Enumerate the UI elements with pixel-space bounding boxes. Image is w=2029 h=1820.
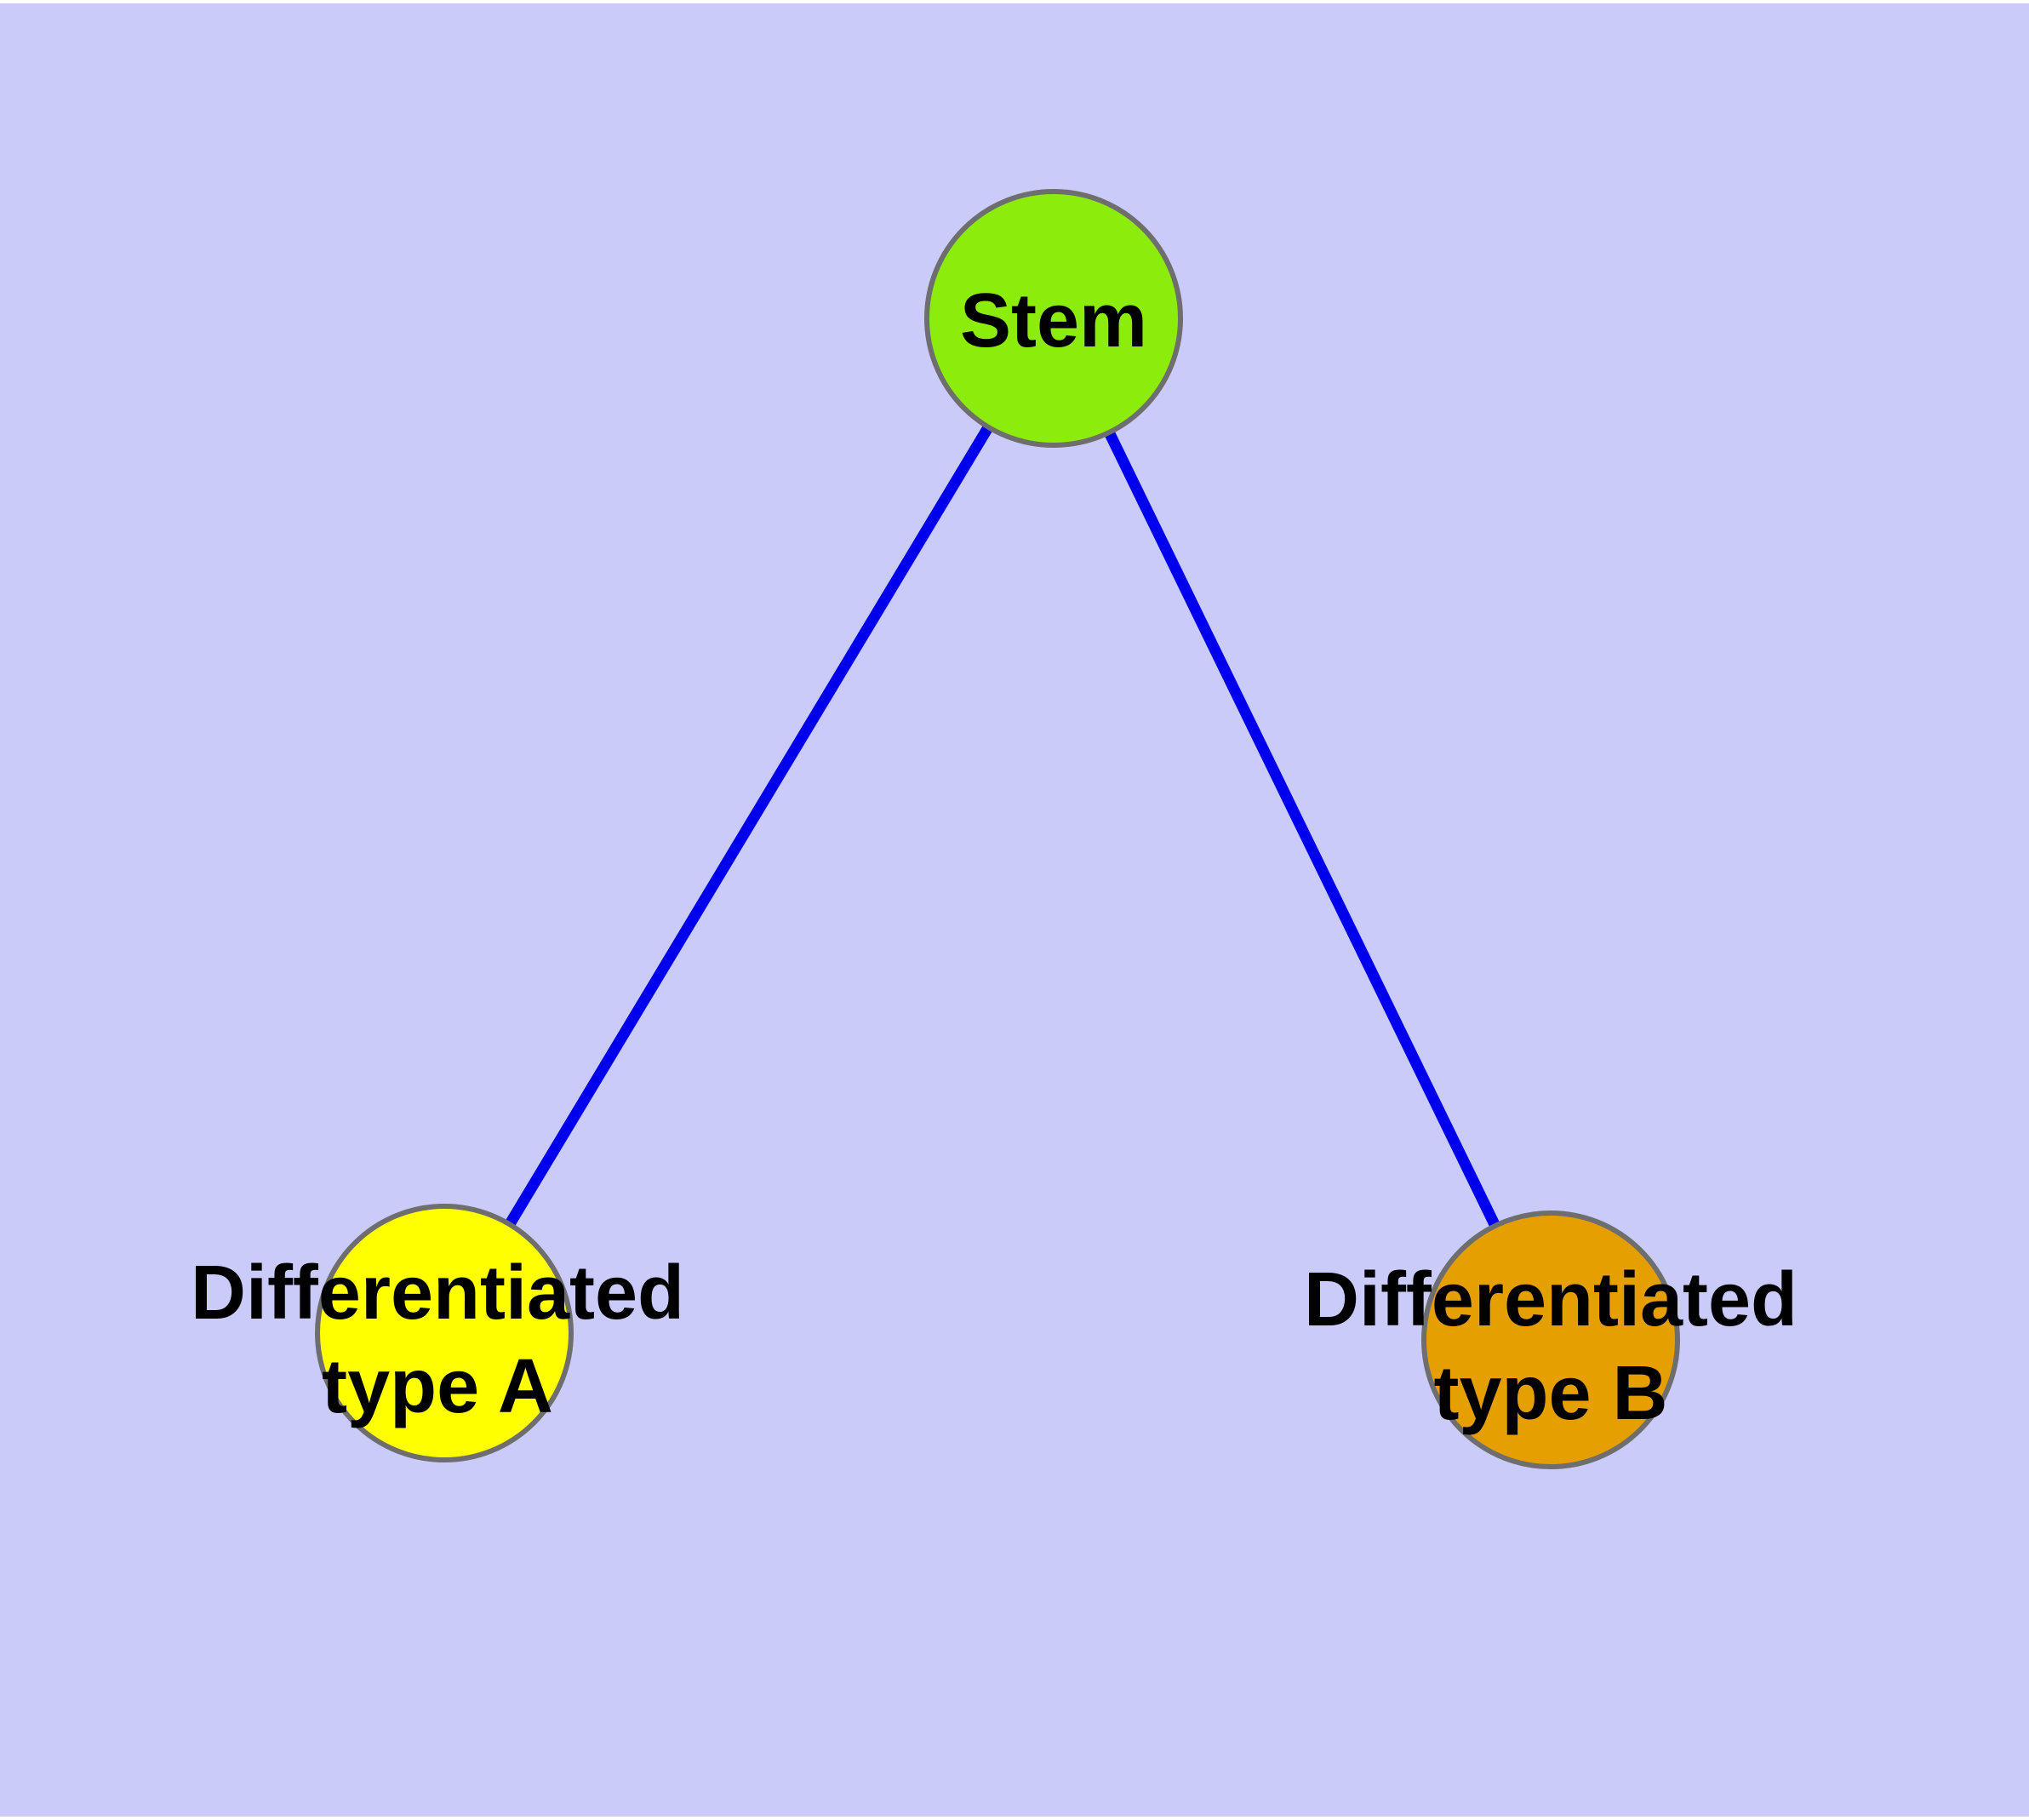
node-differentiated-type-b-circle (1421, 1210, 1680, 1469)
node-stem-label: Stem (960, 278, 1147, 363)
node-differentiated-type-a-label-line1: Differentiated (191, 1251, 684, 1336)
edge-stem-to-type-b (1049, 316, 1556, 1342)
node-differentiated-type-a-circle (315, 1204, 574, 1462)
node-differentiated-type-b-label-line2: type B (1433, 1351, 1667, 1436)
node-stem-circle (924, 189, 1183, 448)
node-differentiated-type-a-label-line2: type A (322, 1344, 553, 1429)
node-differentiated-type-b-label-line1: Differentiated (1304, 1257, 1798, 1342)
edge-stem-to-type-a (439, 315, 1059, 1336)
